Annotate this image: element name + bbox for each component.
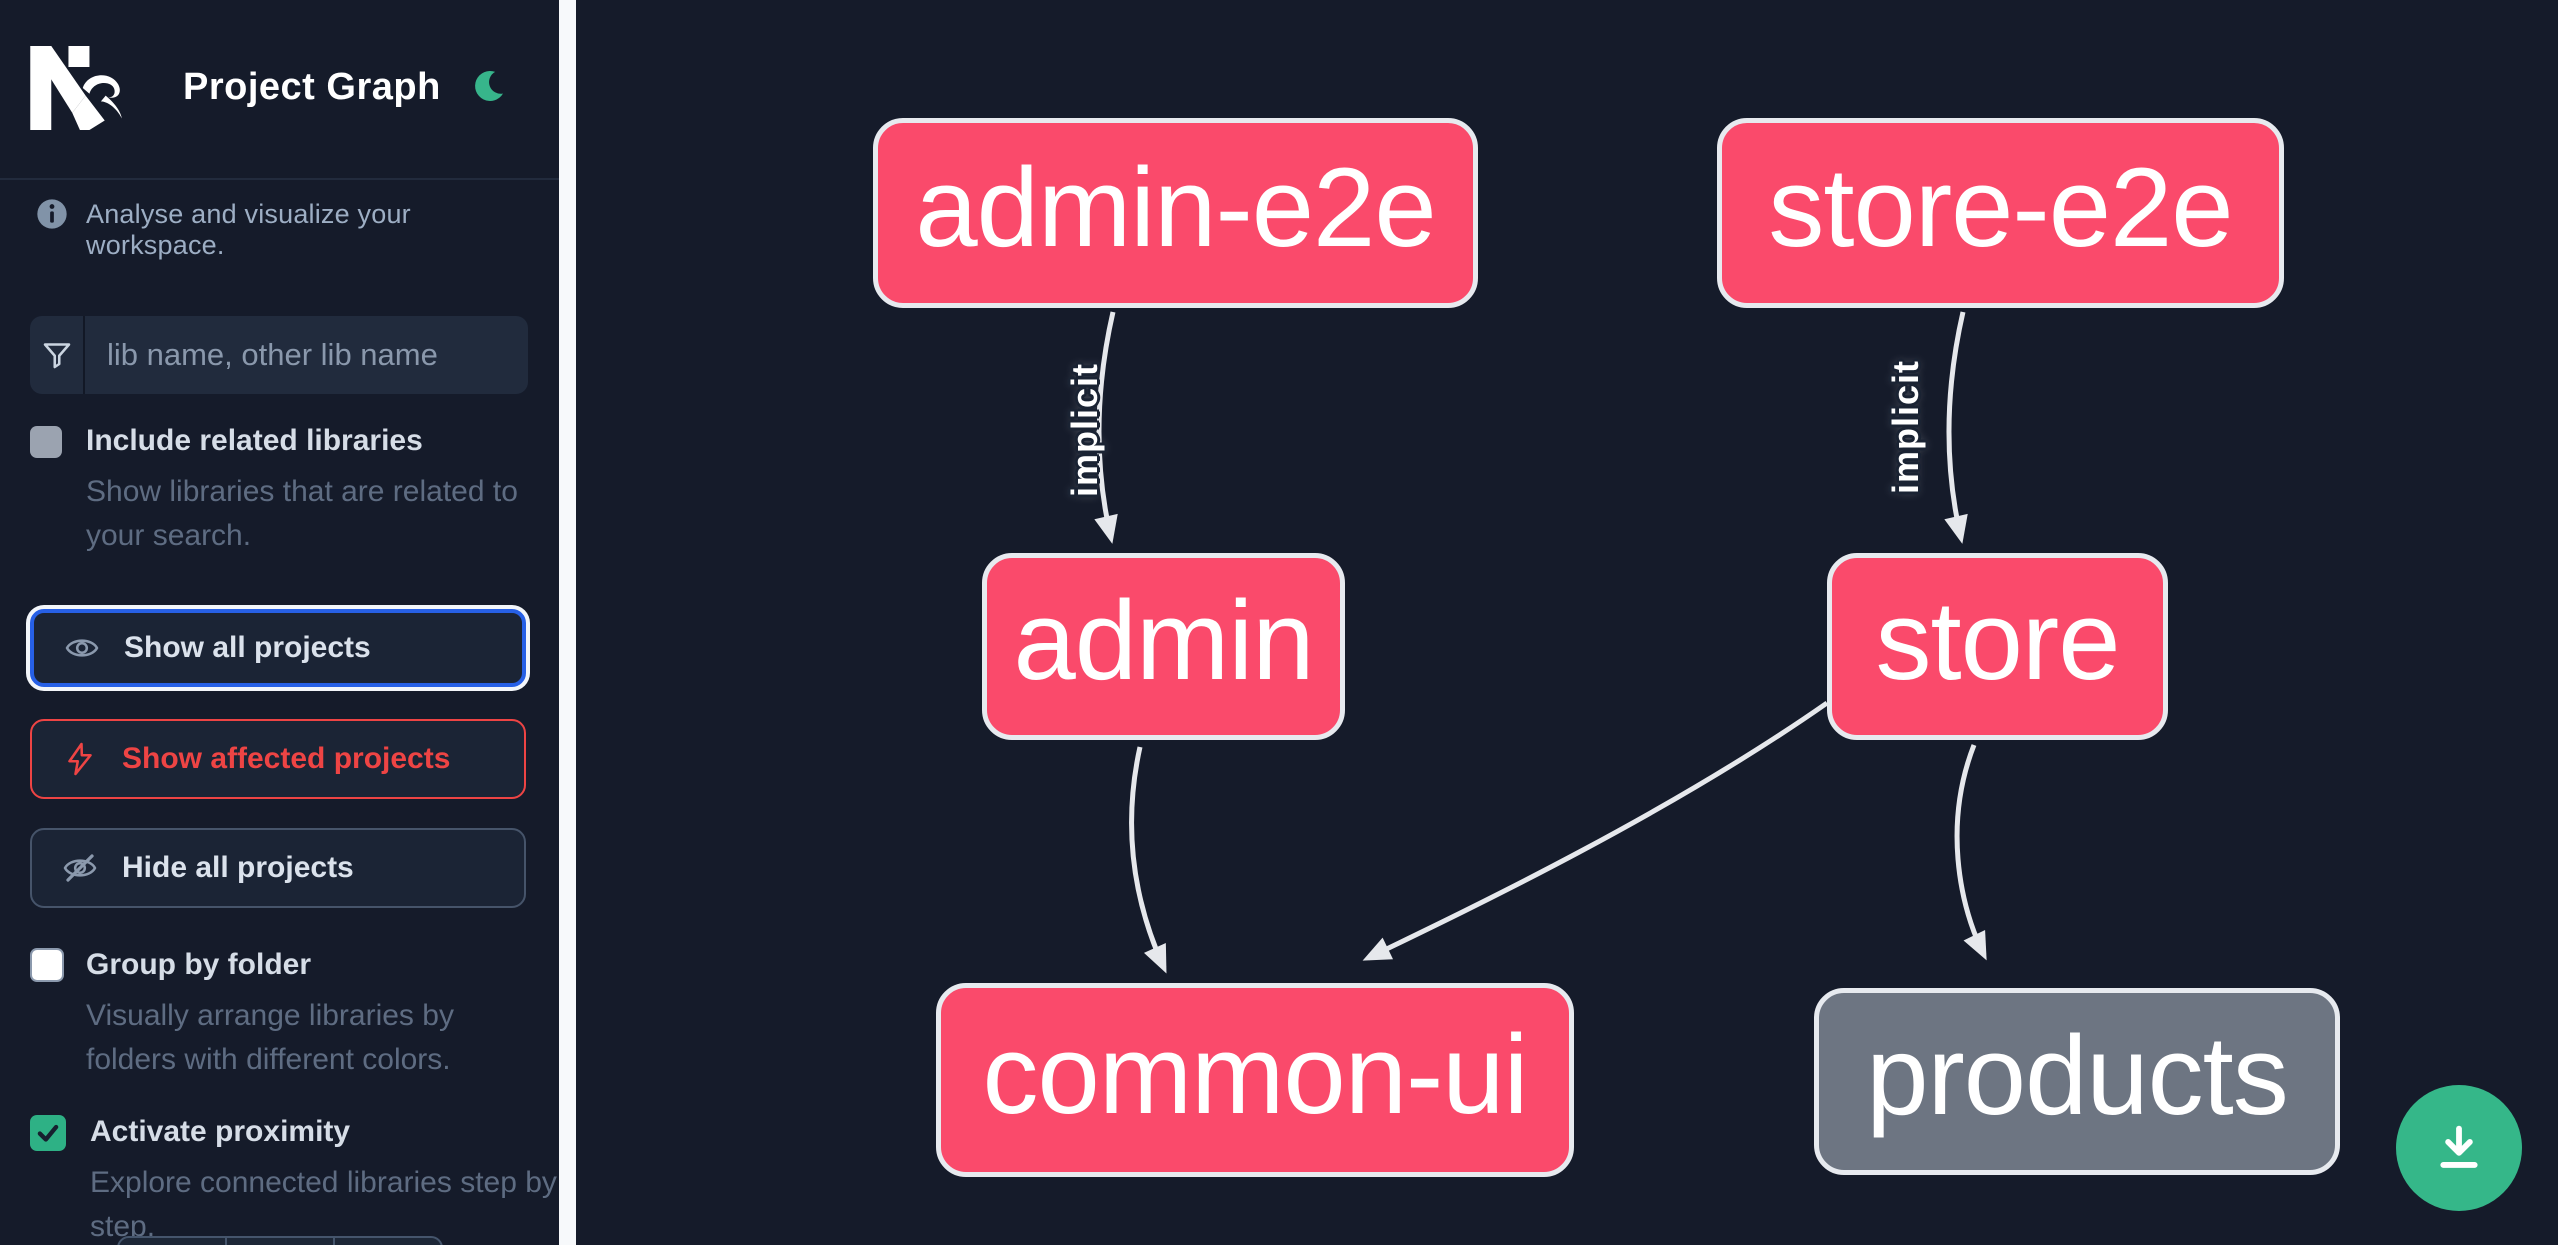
page-title: Project Graph <box>183 66 441 108</box>
moon-icon[interactable] <box>470 66 510 106</box>
activate-proximity-checkbox[interactable] <box>30 1115 66 1151</box>
nx-logo-icon <box>30 46 122 130</box>
node-store-e2e[interactable]: store-e2e <box>1717 118 2284 308</box>
activate-proximity-option: Activate proximity Explore connected lib… <box>30 1115 557 1245</box>
stepper-increment[interactable] <box>333 1238 441 1245</box>
node-admin[interactable]: admin <box>982 553 1345 740</box>
hide-all-projects-button[interactable]: Hide all projects <box>30 828 526 908</box>
show-all-projects-button[interactable]: Show all projects <box>30 609 526 687</box>
stepper-decrement[interactable] <box>119 1238 225 1245</box>
node-products[interactable]: products <box>1814 988 2340 1175</box>
show-affected-projects-label: Show affected projects <box>122 742 451 775</box>
node-common-ui-label: common-ui <box>982 1011 1529 1137</box>
activate-proximity-description: Explore connected libraries step by step… <box>90 1166 557 1243</box>
stepper-value <box>225 1238 333 1245</box>
download-icon <box>2440 1125 2478 1168</box>
include-related-description: Show libraries that are related to your … <box>86 475 518 552</box>
group-by-folder-checkbox[interactable] <box>30 948 64 982</box>
activate-proximity-label: Activate proximity <box>90 1115 351 1148</box>
node-store-label: store <box>1875 578 2121 703</box>
edge-store-to-common-ui <box>1362 700 1829 961</box>
header-divider <box>0 178 559 180</box>
group-by-folder-label: Group by folder <box>86 948 311 981</box>
workspace-info-text: Analyse and visualize your workspace. <box>86 199 411 260</box>
download-graph-button[interactable] <box>2396 1085 2522 1211</box>
node-admin-label: admin <box>1013 578 1314 703</box>
sidebar-header: Project Graph <box>0 0 559 178</box>
sidebar: Project Graph Analyse and visualize your… <box>0 0 559 1245</box>
node-admin-e2e[interactable]: admin-e2e <box>873 118 1478 308</box>
filter-input[interactable] <box>85 316 528 394</box>
show-all-projects-label: Show all projects <box>124 631 371 664</box>
eye-off-icon <box>63 854 97 882</box>
edge-admin-e2e-to-admin <box>1094 311 1118 544</box>
info-icon <box>37 199 67 229</box>
filter-icon-box <box>30 316 85 394</box>
include-related-label: Include related libraries <box>86 424 423 457</box>
project-filter <box>30 316 528 394</box>
group-by-folder-description: Visually arrange libraries by folders wi… <box>86 999 454 1076</box>
node-admin-e2e-label: admin-e2e <box>915 144 1436 270</box>
node-store-e2e-label: store-e2e <box>1768 144 2233 270</box>
bolt-icon <box>68 742 92 776</box>
proximity-depth-stepper[interactable] <box>117 1236 443 1245</box>
show-affected-projects-button[interactable]: Show affected projects <box>30 719 526 799</box>
edge-admin-to-common-ui <box>1129 746 1167 974</box>
edge-store-to-products <box>1954 744 1987 961</box>
node-common-ui[interactable]: common-ui <box>936 983 1574 1177</box>
filter-icon <box>43 343 70 369</box>
group-by-folder-option: Group by folder Visually arrange librari… <box>30 948 530 1082</box>
eye-icon <box>65 639 99 657</box>
node-products-label: products <box>1866 1013 2289 1138</box>
edge-label-implicit-left: implicit <box>1064 362 1105 498</box>
graph-canvas[interactable]: implicit implicit admin-e2e store-e2e ad… <box>576 0 2558 1245</box>
include-related-checkbox[interactable] <box>30 426 62 458</box>
edge-label-implicit-right: implicit <box>1885 359 1926 495</box>
checkmark-icon <box>37 1124 59 1142</box>
include-related-option: Include related libraries Show libraries… <box>30 424 530 558</box>
node-store[interactable]: store <box>1827 553 2168 740</box>
graph-edges <box>1094 311 1987 974</box>
edge-store-e2e-to-store <box>1944 311 1968 544</box>
hide-all-projects-label: Hide all projects <box>122 851 354 884</box>
sidebar-scrollbar[interactable] <box>559 0 576 1245</box>
